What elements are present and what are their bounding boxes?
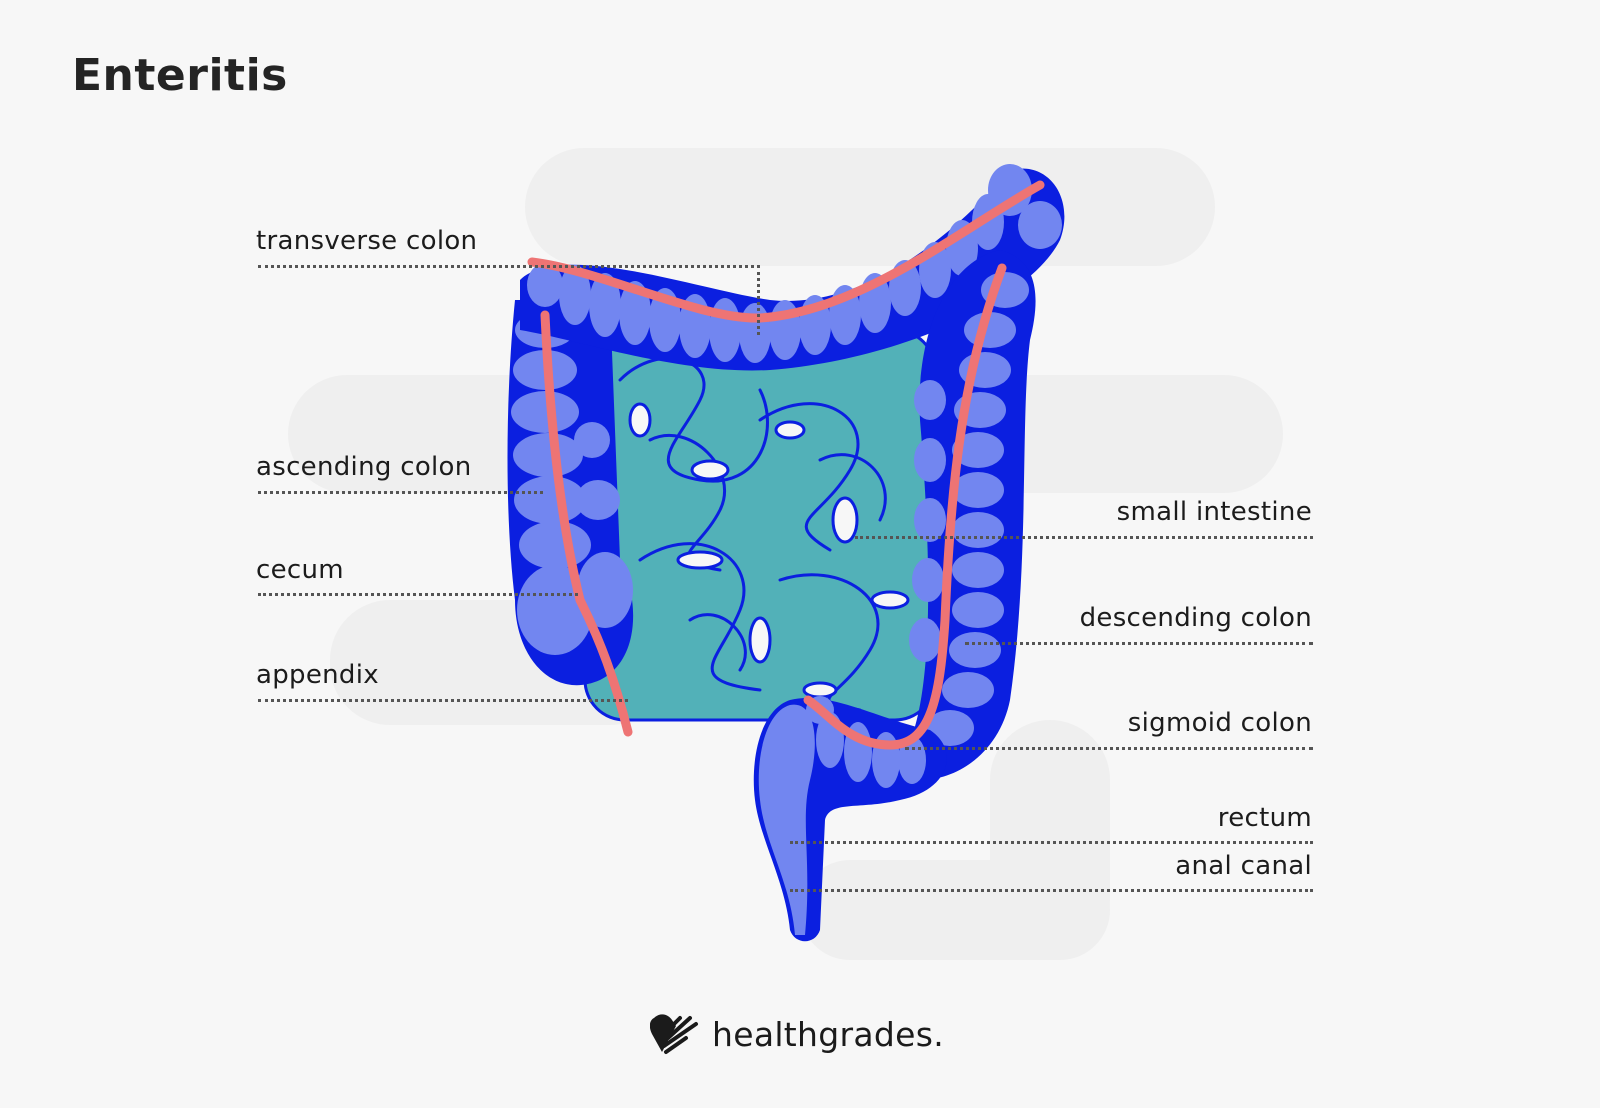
leader-line — [790, 889, 1313, 892]
label-anal-canal: anal canal — [1175, 851, 1312, 881]
background-blob — [800, 860, 1110, 960]
label-descending-colon: descending colon — [1079, 603, 1312, 633]
leader-line — [965, 642, 1313, 645]
label-appendix: appendix — [256, 660, 379, 690]
taenia-bands — [527, 180, 1045, 750]
label-ascending-colon: ascending colon — [256, 452, 472, 482]
background-blob — [525, 148, 1215, 266]
heart-stripes-icon — [650, 1014, 698, 1054]
logo-text: healthgrades. — [712, 1014, 945, 1054]
leader-line — [258, 699, 628, 702]
leader-line — [258, 491, 543, 494]
leader-line — [790, 841, 1313, 844]
healthgrades-logo: healthgrades. — [650, 1012, 944, 1056]
leader-line — [855, 536, 1313, 539]
label-rectum: rectum — [1217, 803, 1312, 833]
label-sigmoid-colon: sigmoid colon — [1127, 708, 1312, 738]
page-title: Enteritis — [72, 50, 288, 101]
label-small-intestine: small intestine — [1116, 497, 1312, 527]
leader-line — [258, 593, 578, 596]
label-transverse-colon: transverse colon — [256, 226, 478, 256]
label-cecum: cecum — [256, 555, 344, 585]
leader-line — [757, 265, 760, 335]
leader-line — [905, 747, 1313, 750]
small-intestine-shape — [583, 328, 937, 722]
leader-line — [258, 265, 760, 268]
